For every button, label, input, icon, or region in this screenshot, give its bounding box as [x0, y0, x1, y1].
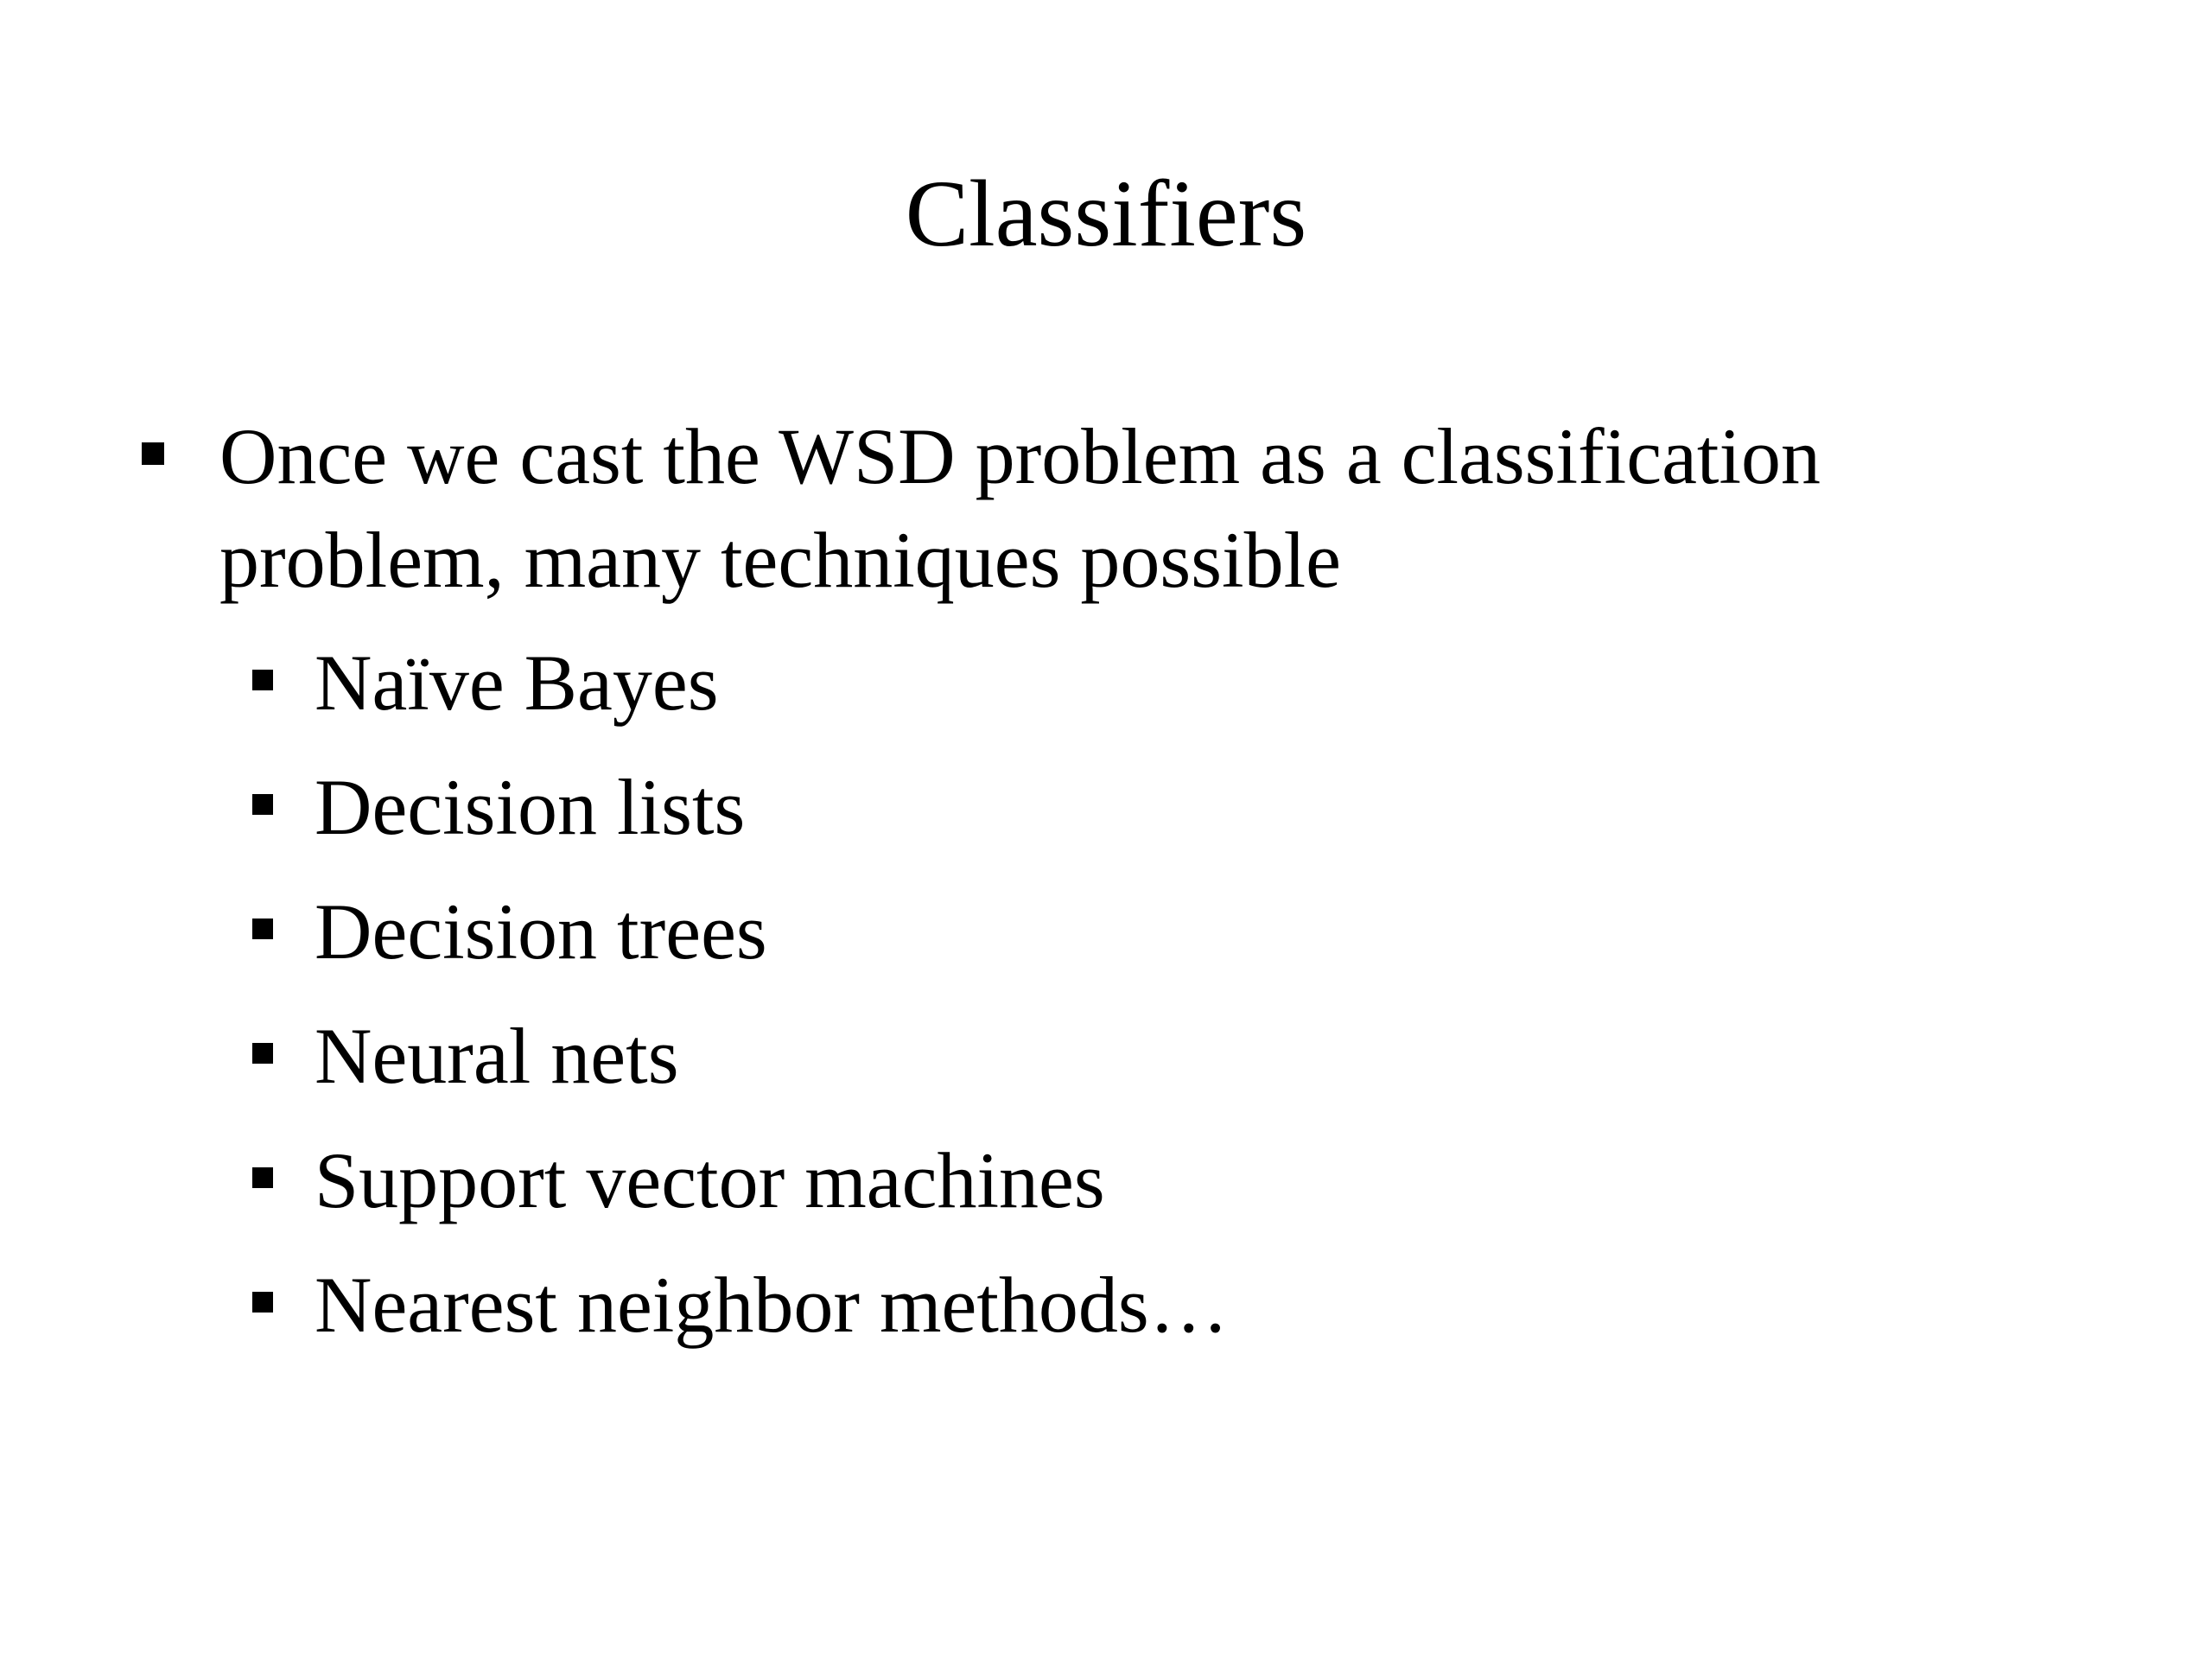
sub-bullet-item: Nearest neighbor methods… — [252, 1253, 2067, 1377]
sub-bullet-text: Decision trees — [315, 887, 767, 976]
sub-bullet-item: Decision trees — [252, 880, 2067, 1004]
sub-bullet-list: Naïve Bayes Decision lists Decision tree… — [252, 631, 2067, 1377]
sub-bullet-item: Naïve Bayes — [252, 631, 2067, 755]
sub-bullet-text: Support vector machines — [315, 1136, 1105, 1224]
sub-bullet-item: Support vector machines — [252, 1128, 2067, 1253]
square-bullet-icon — [252, 918, 273, 939]
sub-bullet-text: Naïve Bayes — [315, 639, 719, 727]
square-bullet-icon — [252, 670, 273, 690]
sub-bullet-item: Decision lists — [252, 755, 2067, 880]
main-bullet-row: Once we cast the WSD problem as a classi… — [142, 404, 2086, 612]
square-bullet-icon — [252, 1292, 273, 1313]
sub-bullet-text: Neural nets — [315, 1012, 679, 1100]
sub-bullet-text: Decision lists — [315, 763, 746, 851]
square-bullet-icon — [252, 1167, 273, 1188]
main-bullet-text: Once we cast the WSD problem as a classi… — [219, 412, 1821, 604]
sub-bullet-item: Neural nets — [252, 1004, 2067, 1128]
square-bullet-icon — [142, 442, 164, 465]
square-bullet-icon — [252, 794, 273, 815]
square-bullet-icon — [252, 1043, 273, 1064]
main-bullet: Once we cast the WSD problem as a classi… — [142, 404, 2086, 612]
sub-bullet-text: Nearest neighbor methods… — [315, 1261, 1229, 1349]
slide-title: Classifiers — [905, 161, 1307, 266]
